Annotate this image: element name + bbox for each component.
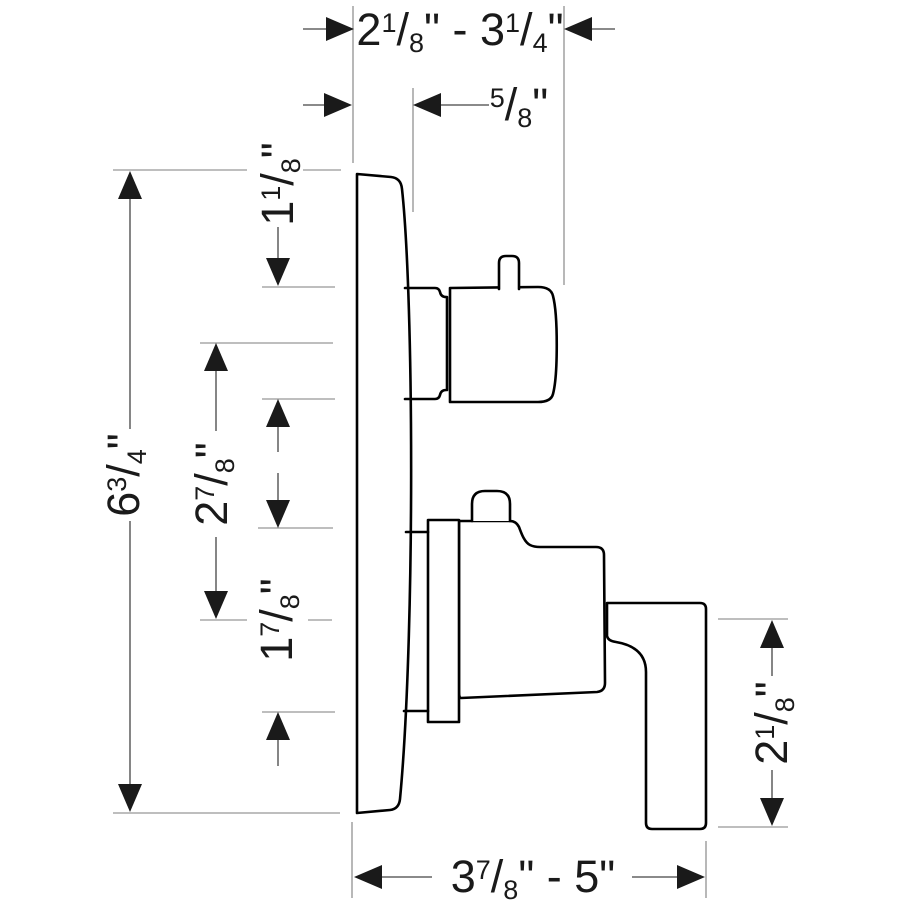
arrow-down-icon	[266, 500, 290, 528]
arrow-left-icon	[564, 17, 592, 41]
arrow-left-icon	[413, 93, 441, 117]
arrow-right-icon	[677, 865, 705, 889]
volume-override-button	[470, 489, 512, 523]
arrow-up-icon	[760, 620, 784, 648]
volume-valve-body	[457, 519, 607, 700]
arrow-down-icon	[118, 784, 142, 812]
dim-lever-height-label: 21/8"	[746, 681, 800, 765]
dim-lower-escutcheon-height-label: 17/8"	[251, 578, 305, 662]
thermostat-sleeve	[403, 286, 449, 401]
arrow-down-icon	[266, 258, 290, 286]
arrow-right-icon	[326, 17, 354, 41]
thermostat-handle	[448, 285, 559, 404]
escutcheon-plate	[355, 172, 413, 815]
arrow-up-icon	[204, 343, 228, 371]
arrow-up-icon	[118, 171, 142, 199]
arrow-down-icon	[204, 591, 228, 619]
dimension-lines	[129, 28, 773, 878]
arrow-right-icon	[324, 93, 352, 117]
dimension-arrows	[118, 17, 784, 889]
dim-bottom-width-label: 37/8" - 5"	[451, 851, 616, 900]
arrow-left-icon	[354, 865, 382, 889]
arrow-up-icon	[266, 399, 290, 427]
extension-lines	[113, 6, 788, 898]
volume-lever-handle	[605, 601, 708, 831]
arrow-down-icon	[760, 798, 784, 826]
safety-stop-button	[497, 254, 521, 291]
dim-overall-height-label: 63/4"	[98, 433, 152, 517]
product-outline	[355, 172, 708, 831]
dimension-labels: 21/8" - 31/4" 5/8" 63/4" 27/8" 11/8" 17/…	[98, 4, 800, 900]
dim-top-width-label: 21/8" - 31/4"	[356, 4, 563, 58]
dim-plate-depth-label: 5/8"	[490, 79, 549, 133]
dim-handle-spacing-label: 27/8"	[186, 442, 240, 526]
volume-flange	[426, 518, 461, 724]
arrow-up-icon	[266, 712, 290, 740]
dim-upper-handle-height-label: 11/8"	[252, 142, 306, 226]
